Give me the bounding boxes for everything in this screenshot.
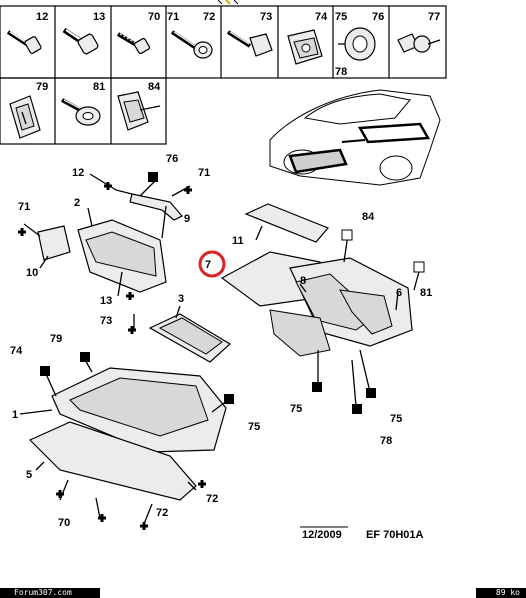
car-location-icon (269, 89, 441, 186)
callout-78: 78 (380, 435, 392, 447)
fastener-label-73: 73 (260, 11, 272, 23)
square-markers (40, 172, 376, 414)
splash-guard-part-3-inner (158, 317, 223, 355)
screw-13-icon (62, 27, 99, 55)
side-shield-part-6-inner (339, 289, 393, 335)
callout-13: 13 (100, 295, 112, 307)
rear-shield-part-11 (244, 203, 330, 243)
engine-shield-part-2-inner (85, 231, 157, 277)
callout-8: 8 (300, 275, 306, 287)
fastener-label-79: 79 (36, 81, 48, 93)
callout-5: 5 (26, 469, 32, 481)
fastener-label-81: 81 (93, 81, 105, 93)
hollow-square-markers (341, 229, 425, 273)
callout-72-bottom: 72 (156, 507, 168, 519)
screw-73-icon (226, 30, 273, 57)
callout-6: 6 (396, 287, 402, 299)
clip-79-icon (9, 95, 41, 139)
clip-77-icon (397, 33, 441, 53)
callout-7: 7 (205, 259, 211, 271)
fastener-label-76: 76 (372, 11, 384, 23)
callout-75-center: 75 (290, 403, 302, 415)
fastener-label-74: 74 (315, 11, 328, 23)
callout-74: 74 (10, 345, 23, 357)
underbody-shield-part-1-ribs (69, 377, 209, 437)
grommet-75-icon (338, 27, 376, 61)
callout-76: 76 (166, 153, 178, 165)
lower-shield-part-8b (269, 309, 331, 357)
callout-11: 11 (232, 235, 244, 247)
reference-code: EF 70H01A (366, 529, 424, 541)
callout-1: 1 (12, 409, 18, 421)
callout-75-left: 75 (248, 421, 260, 433)
fastener-label-84: 84 (148, 81, 161, 93)
screw-12-icon (6, 30, 42, 54)
fastener-label-75: 75 (335, 11, 347, 23)
callout-9: 9 (184, 213, 190, 225)
bracket-part-10 (37, 225, 71, 261)
screw-81-icon (61, 98, 101, 126)
callout-3: 3 (178, 293, 184, 305)
screw-70-icon (116, 32, 151, 55)
fastener-label-70: 70 (148, 11, 160, 23)
screw-72-icon (170, 30, 213, 59)
callout-75-right: 75 (390, 413, 402, 425)
callout-79: 79 (50, 333, 62, 345)
callout-71-top: 71 (198, 167, 210, 179)
fastener-label-12: 12 (36, 11, 48, 23)
callout-12: 12 (72, 167, 84, 179)
callout-10: 10 (26, 267, 38, 279)
fastener-label-13: 13 (93, 11, 105, 23)
callout-81: 81 (420, 287, 432, 299)
fastener-grid (0, 0, 447, 145)
fastener-label-72: 72 (203, 11, 215, 23)
fastener-label-71: 71 (167, 11, 179, 23)
callout-71-left: 71 (18, 201, 30, 213)
cage-nut-74-icon (287, 29, 323, 65)
rod-part-9 (129, 193, 183, 221)
fastener-label-78: 78 (335, 66, 347, 78)
highlight-circle (198, 250, 226, 278)
callout-84: 84 (362, 211, 375, 223)
date-code: 12/2009 (302, 529, 342, 541)
plus-markers (18, 182, 206, 530)
callout-72-right: 72 (206, 493, 218, 505)
footer-size: 89 ko (476, 588, 526, 598)
callout-2: 2 (74, 197, 80, 209)
lower-shield-part-5 (28, 421, 197, 501)
callout-73: 73 (100, 315, 112, 327)
clip-84-icon (117, 91, 161, 131)
callout-70: 70 (58, 517, 70, 529)
fastener-label-77: 77 (428, 11, 440, 23)
footer-site: Forum307.com (0, 588, 100, 598)
